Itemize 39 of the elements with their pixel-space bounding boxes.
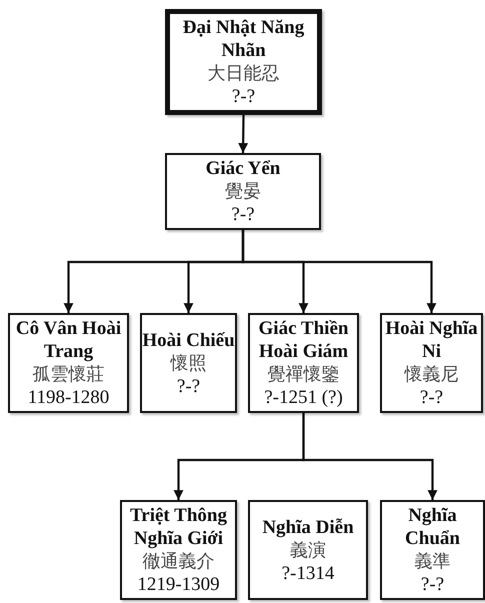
chinese-name: 義演 [290,538,326,562]
chinese-name: 懷義尼 [404,363,458,386]
chinese-name: 覺晏 [225,180,261,203]
person-name: Triệt Thông Nghĩa Giới [129,504,228,550]
person-name: Hoài Nghĩa Ni [384,317,479,363]
person-name: Nghĩa Chuẩn [404,504,461,550]
chinese-name: 大日能忍 [208,62,280,85]
person-box [248,313,359,413]
person-name: Cô Vân Hoài Trang [14,317,122,363]
chinese-name: 覺禪懷鑒 [268,363,340,386]
person-box [380,313,483,413]
person-name: Giác Yển [206,157,280,180]
person-box [165,153,321,230]
chinese-name: 義準 [414,550,450,573]
person-box [248,500,368,600]
life-dates: ?-? [420,386,444,409]
person-name: Giác Thiền Hoài Giám [258,317,350,363]
chinese-name: 徹通義介 [142,550,214,573]
life-dates: ?-? [176,374,200,398]
life-dates: 1219-1309 [137,573,220,596]
person-box [120,500,237,600]
life-dates: ?-? [420,573,444,596]
person-box [140,313,237,413]
person-name: Nghĩa Diễn [262,516,354,538]
person-box [380,500,485,600]
life-dates: ?-1314 [282,562,334,584]
person-name: Hoài Chiếu [142,328,235,352]
life-dates: ?-? [232,85,256,108]
life-dates: ?-? [231,203,255,226]
chinese-name: 懷照 [170,352,206,374]
connector-arrow [242,230,436,313]
connector-arrow [302,413,438,500]
person-name: Đại Nhật Năng Nhãn [182,16,306,62]
person-box [8,313,129,413]
connector-arrow [238,114,248,154]
person-box [165,9,322,115]
chinese-name: 孤雲懷莊 [32,363,104,386]
life-dates: 1198-1280 [28,386,110,409]
life-dates: ?-1251 (?) [264,386,343,409]
